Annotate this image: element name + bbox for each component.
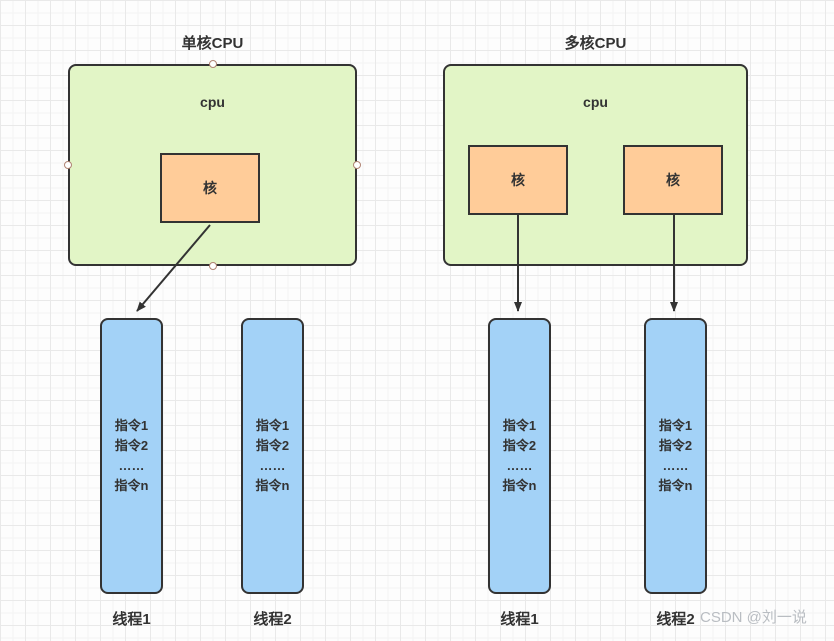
instruction-line: ……: [506, 458, 533, 473]
thread-bar-group: 指令1 指令2 …… 指令n 线程1: [100, 318, 163, 629]
multi-core-title: 多核CPU: [564, 35, 627, 52]
instruction-line: 指令1: [658, 418, 693, 433]
instruction-line: 指令n: [502, 478, 537, 493]
thread-label: 线程2: [656, 611, 695, 628]
connection-handle-top-icon: [209, 60, 217, 68]
instruction-line: 指令1: [502, 418, 537, 433]
multi-core-cpu-box: cpu 核 核: [443, 64, 748, 266]
thread-bar-group: 指令1 指令2 …… 指令n 线程1: [488, 318, 551, 629]
instruction-line: ……: [259, 458, 286, 473]
instruction-line: 指令2: [114, 438, 149, 453]
connection-handle-left-icon: [64, 161, 72, 169]
thread-label: 线程2: [253, 611, 292, 628]
core-label: 核: [203, 180, 217, 196]
watermark: CSDN @刘一说: [700, 609, 807, 626]
instruction-line: 指令1: [255, 418, 290, 433]
core-label: 核: [666, 172, 680, 188]
thread-bar: 指令1 指令2 …… 指令n: [241, 318, 304, 594]
instruction-line: 指令1: [114, 418, 149, 433]
core-label: 核: [511, 172, 525, 188]
single-core-title: 单核CPU: [181, 35, 244, 52]
instruction-line: ……: [118, 458, 145, 473]
cpu-box-label: cpu: [583, 94, 608, 110]
instruction-line: 指令n: [658, 478, 693, 493]
connection-handle-bottom-icon: [209, 262, 217, 270]
instruction-line: 指令n: [114, 478, 149, 493]
instruction-list: 指令1 指令2 …… 指令n: [256, 416, 290, 496]
thread-bar: 指令1 指令2 …… 指令n: [644, 318, 707, 594]
core-box: 核: [160, 153, 260, 223]
instruction-list: 指令1 指令2 …… 指令n: [659, 416, 693, 496]
instruction-line: 指令2: [255, 438, 290, 453]
instruction-list: 指令1 指令2 …… 指令n: [115, 416, 149, 496]
instruction-line: 指令2: [502, 438, 537, 453]
thread-bar: 指令1 指令2 …… 指令n: [488, 318, 551, 594]
cpu-box-label: cpu: [200, 94, 225, 110]
core-box: 核: [468, 145, 568, 215]
instruction-line: 指令n: [255, 478, 290, 493]
thread-bar-group: 指令1 指令2 …… 指令n 线程2: [241, 318, 304, 629]
thread-bar: 指令1 指令2 …… 指令n: [100, 318, 163, 594]
thread-label: 线程1: [500, 611, 539, 628]
instruction-line: ……: [662, 458, 689, 473]
single-core-cpu-box: cpu 核: [68, 64, 357, 266]
instruction-line: 指令2: [658, 438, 693, 453]
core-box: 核: [623, 145, 723, 215]
thread-bar-group: 指令1 指令2 …… 指令n 线程2: [644, 318, 707, 629]
connection-handle-right-icon: [353, 161, 361, 169]
thread-label: 线程1: [112, 611, 151, 628]
instruction-list: 指令1 指令2 …… 指令n: [503, 416, 537, 496]
